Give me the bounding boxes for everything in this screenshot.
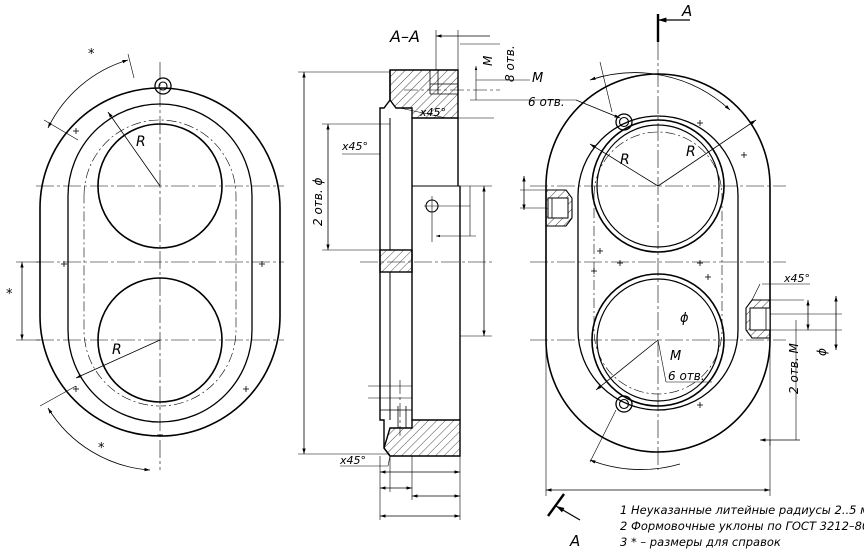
left-arc-dim-bottom <box>47 407 151 472</box>
right-hole-bottom-inner <box>618 398 630 410</box>
thread-label-top: M <box>481 55 495 66</box>
left-view <box>16 53 284 472</box>
thread-label-right: M <box>532 71 543 86</box>
right-hole-top-inner <box>618 116 630 128</box>
left-small-hole-inner <box>158 81 168 91</box>
left-arc-dim-top <box>47 59 129 129</box>
left-bolt-circle <box>83 119 237 407</box>
side-thread-label: 2 отв. M <box>787 343 801 394</box>
chamfer-label-right: x45° <box>783 272 810 285</box>
asterisk-left-side: * <box>6 287 13 302</box>
right-bolt-circle <box>593 131 723 395</box>
diameter-label-right-hole: ϕ <box>680 311 689 326</box>
section-outline <box>379 70 391 457</box>
right-bore-bottom-outer <box>591 273 725 407</box>
holes-8-label: 8 отв. <box>503 45 517 82</box>
right-hole-top-outer <box>615 113 633 131</box>
holes-6-bottom-label: 6 отв. <box>668 369 705 383</box>
note-3: 3 * – размеры для справок <box>620 535 781 549</box>
chamfer-label-left: x45° <box>341 140 368 153</box>
left-bore-top <box>97 123 223 249</box>
section-hatch-bottom <box>383 419 461 457</box>
section-hatch-top <box>389 69 459 119</box>
right-view <box>520 14 842 521</box>
asterisk-left-bottom: * <box>98 441 105 456</box>
right-bore-bottom-inner <box>596 278 720 402</box>
note-2: 2 Формовочные уклоны по ГОСТ 3212–80 <box>620 519 864 533</box>
thread-label-right-bottom: M <box>670 349 681 364</box>
note-1: 1 Неуказанные литейные радиусы 2..5 мм <box>620 503 864 517</box>
side-diameter-label: ϕ <box>815 348 829 356</box>
radius-label-right-b: R <box>686 144 696 160</box>
right-bore-top-outer <box>591 119 725 253</box>
diameter-label-middle: 2 отв. ϕ <box>311 178 325 226</box>
left-radius-top-leader <box>107 111 161 187</box>
radius-label-left-bottom: R <box>112 342 122 358</box>
section-view <box>298 30 530 520</box>
radius-label-right-a: R <box>620 152 630 168</box>
chamfer-label-top: x45° <box>419 106 446 119</box>
section-hatch-middle <box>379 249 413 273</box>
cut-marker-bottom: А <box>569 532 580 550</box>
radius-label-left-top: R <box>136 134 146 150</box>
right-bore-top-inner <box>596 124 720 248</box>
cut-line-bottom <box>547 493 565 517</box>
left-radius-bottom-leader <box>75 339 161 379</box>
cut-marker-top: А <box>681 2 692 20</box>
left-small-hole-outer <box>154 77 172 95</box>
section-label: А–А <box>389 27 420 46</box>
chamfer-label-bottom: x45° <box>339 454 366 467</box>
holes-6-top-label: 6 отв. <box>528 95 565 109</box>
right-hole-bottom-outer <box>615 395 633 413</box>
left-bore-bottom <box>97 277 223 403</box>
asterisk-left-top: * <box>88 47 95 62</box>
